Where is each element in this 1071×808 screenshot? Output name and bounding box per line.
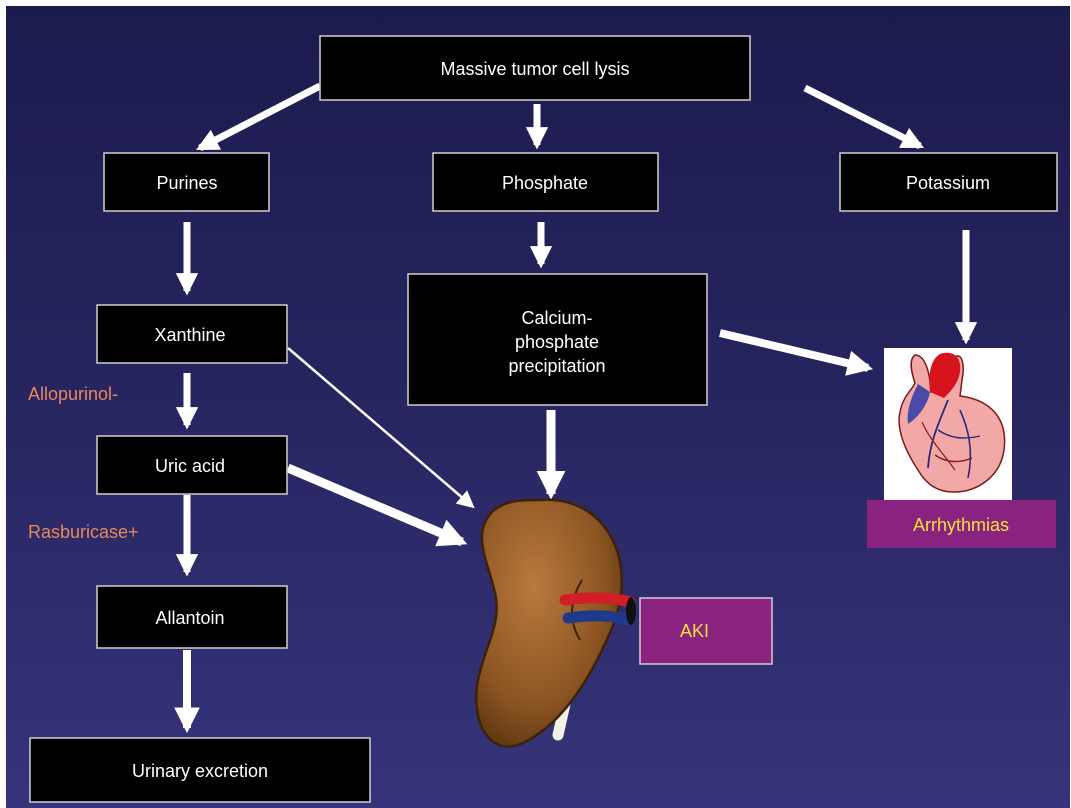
node-lysis-label: Massive tumor cell lysis	[440, 59, 629, 79]
node-potassium-label: Potassium	[906, 173, 990, 193]
node-xanthine-label: Xanthine	[154, 325, 225, 345]
node-calcium-line3: precipitation	[508, 356, 605, 376]
node-lysis: Massive tumor cell lysis	[320, 36, 750, 100]
node-allantoin: Allantoin	[97, 586, 287, 648]
kidney-illustration	[476, 500, 636, 747]
node-calcium: Calcium- phosphate precipitation	[408, 274, 707, 405]
node-urinary-label: Urinary excretion	[132, 761, 268, 781]
node-calcium-line2: phosphate	[515, 332, 599, 352]
node-calcium-line1: Calcium-	[521, 308, 592, 328]
node-purines: Purines	[104, 153, 269, 211]
arrow-uric-kidney	[288, 468, 462, 542]
node-allantoin-label: Allantoin	[155, 608, 224, 628]
drug-allopurinol: Allopurinol-	[28, 384, 118, 404]
node-potassium: Potassium	[840, 153, 1057, 211]
arrow-calcium-heart	[720, 333, 868, 368]
drug-rasburicase: Rasburicase+	[28, 522, 139, 542]
outcome-arrhythmias: Arrhythmias	[867, 500, 1056, 548]
node-phosphate-label: Phosphate	[502, 173, 588, 193]
node-purines-label: Purines	[156, 173, 217, 193]
outcome-aki-label: AKI	[680, 621, 709, 641]
outcome-arrhythmias-label: Arrhythmias	[913, 515, 1009, 535]
heart-illustration	[884, 348, 1012, 500]
node-urinary: Urinary excretion	[30, 738, 370, 802]
arrow-lysis-purines	[200, 86, 320, 148]
outcome-aki: AKI	[640, 598, 772, 664]
arrow-lysis-potassium	[805, 88, 920, 146]
node-uric-acid: Uric acid	[97, 436, 287, 494]
node-uric-acid-label: Uric acid	[155, 456, 225, 476]
node-xanthine: Xanthine	[97, 305, 287, 363]
node-phosphate: Phosphate	[433, 153, 658, 211]
